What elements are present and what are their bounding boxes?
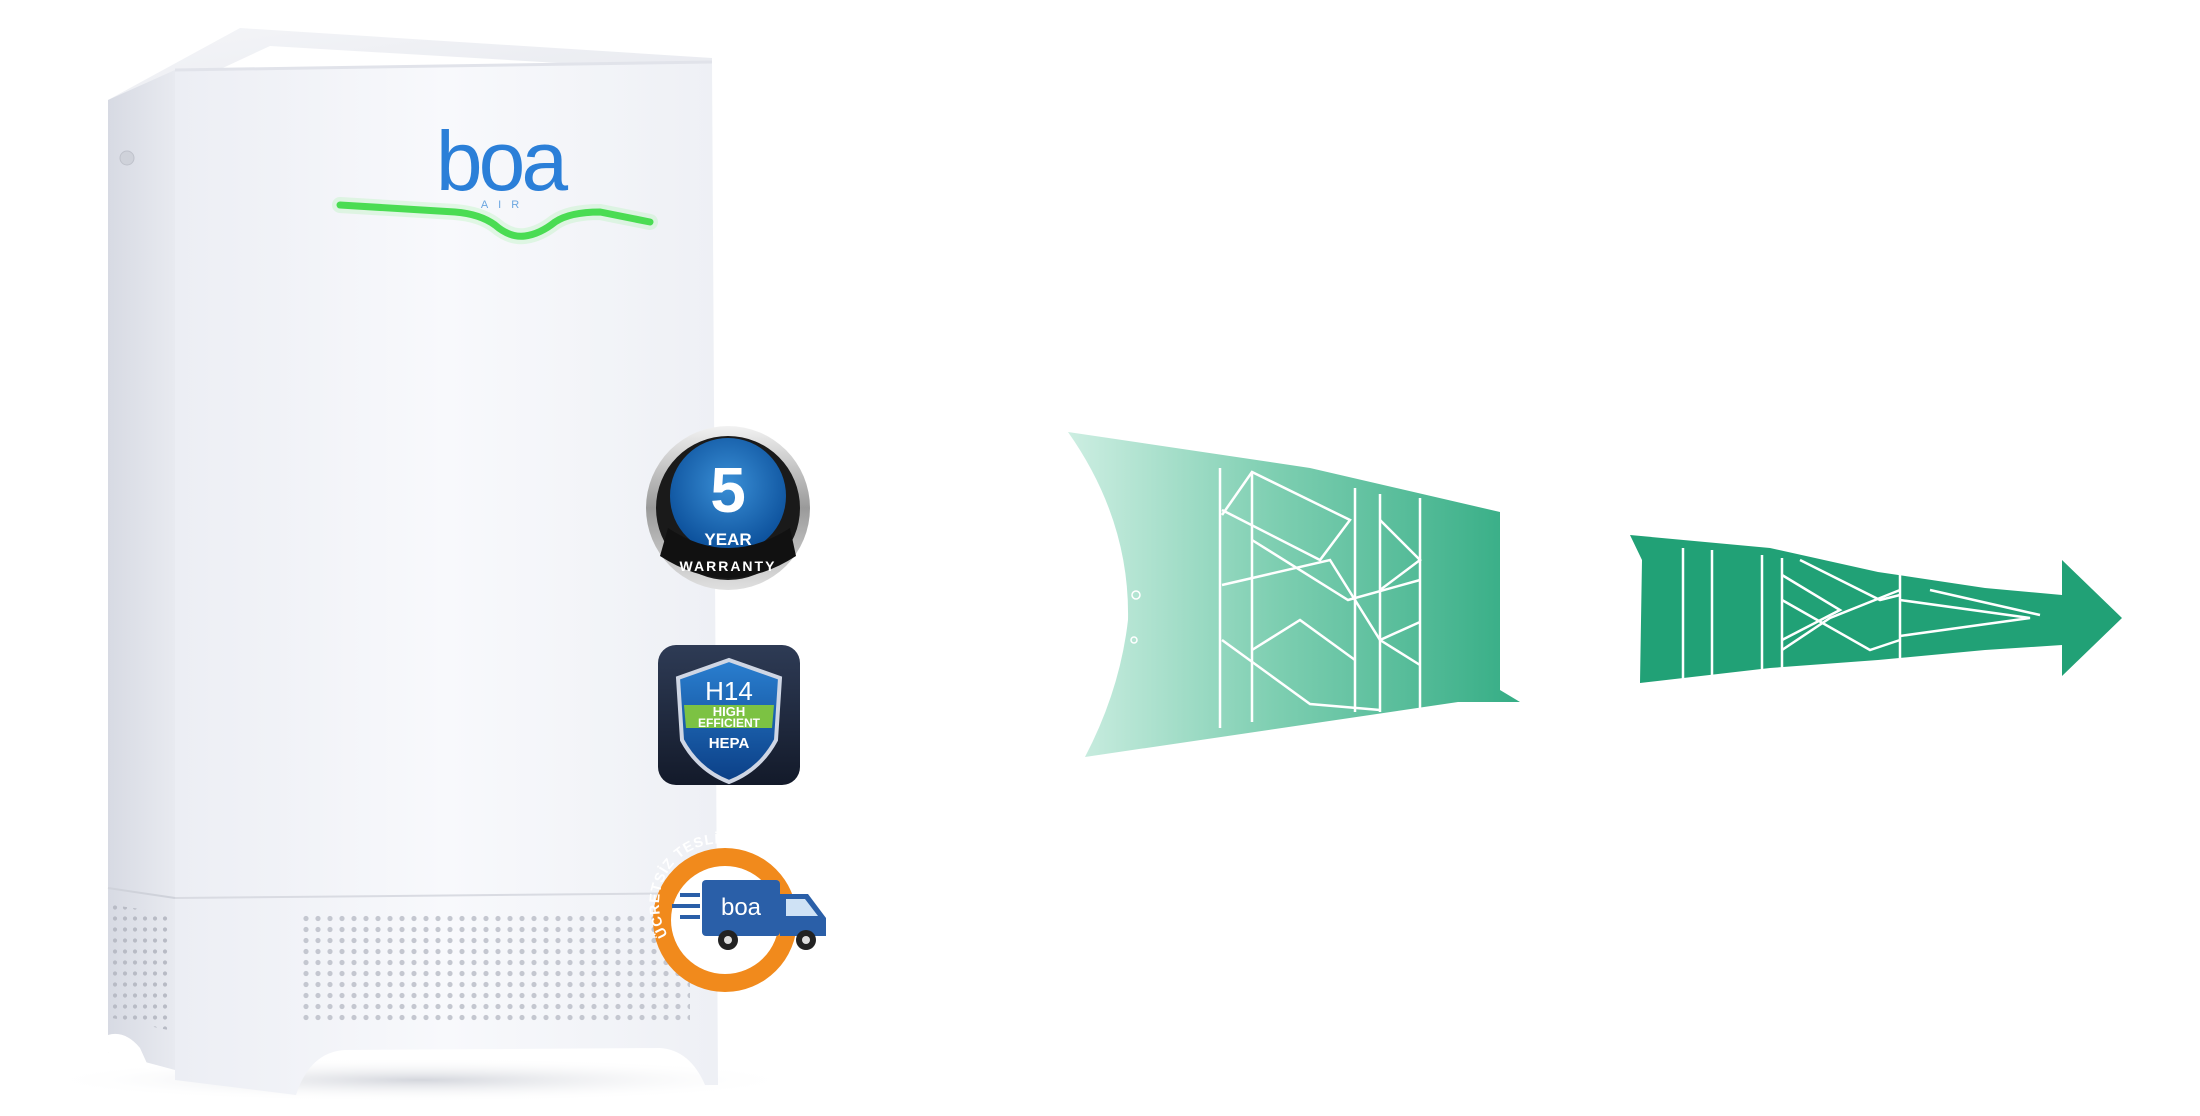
purifier-top: [108, 28, 712, 112]
purifier-side: [108, 70, 175, 1070]
hepa-high-label: HIGH: [713, 704, 746, 719]
delivery-badge: ÜCRETSİZ TESLİMAT boa: [646, 830, 826, 992]
side-knob-icon: [119, 150, 135, 166]
filter-stage-large: [1068, 432, 1520, 757]
front-grill: [300, 915, 690, 1025]
brand-logo: boa AIR: [436, 114, 572, 211]
hepa-efficient-label: EFFICIENT: [698, 716, 761, 730]
air-purifier: boa AIR: [40, 28, 800, 1102]
warranty-badge: 5 YEAR WARRANTY: [646, 426, 810, 590]
warranty-years: 5: [710, 454, 746, 526]
hepa-badge: H14 HIGH EFFICIENT HEPA: [658, 645, 800, 785]
truck-icon: boa: [672, 880, 826, 950]
warranty-label: WARRANTY: [680, 558, 777, 574]
warranty-year-label: YEAR: [704, 530, 751, 549]
status-light-bar: [336, 201, 654, 240]
airflow-arrow-icon: [1630, 535, 2122, 683]
floor-shadow: [40, 1058, 800, 1102]
purifier-front: [175, 62, 718, 1095]
brand-logo-text: boa: [436, 114, 568, 208]
side-grill: [112, 905, 168, 1030]
hepa-class: H14: [705, 676, 753, 706]
airflow-graphic: [1068, 432, 2122, 757]
truck-logo-text: boa: [721, 894, 762, 921]
hepa-label: HEPA: [709, 735, 750, 752]
brand-logo-subtext: AIR: [481, 199, 529, 211]
